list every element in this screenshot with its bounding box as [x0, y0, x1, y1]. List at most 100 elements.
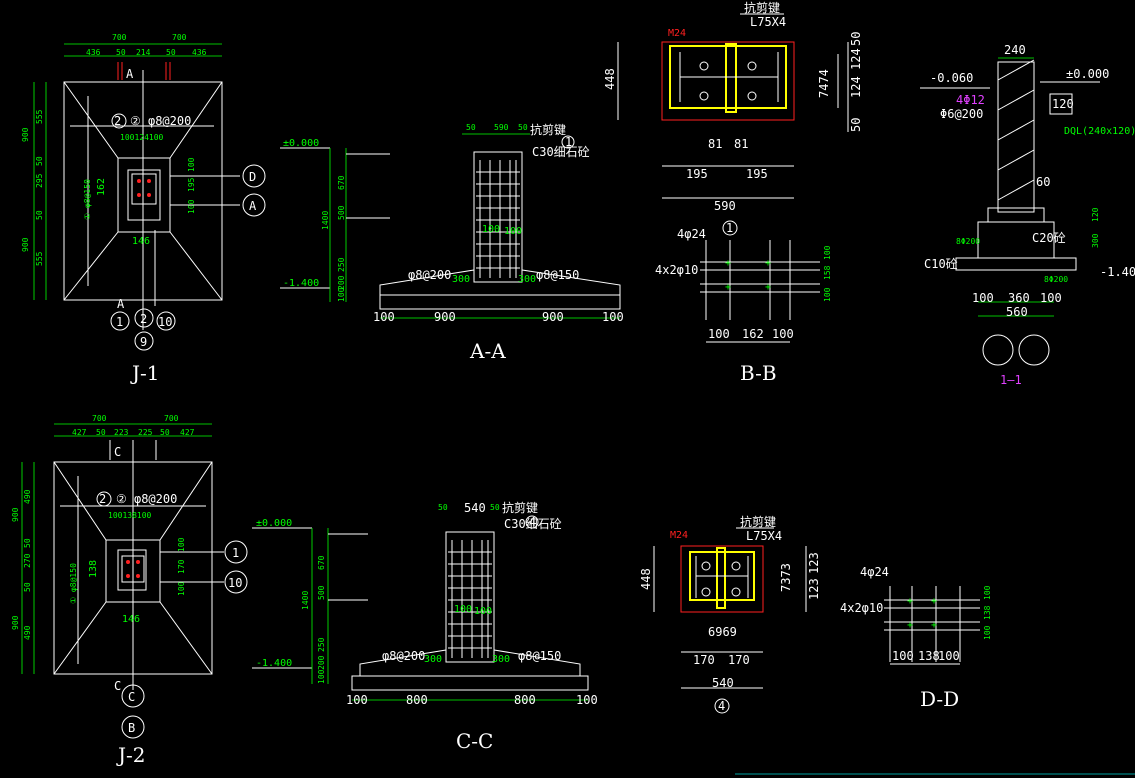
j1-title: J-1 [130, 361, 160, 385]
svg-text:抗剪键: 抗剪键 [502, 500, 538, 515]
svg-text:50: 50 [35, 210, 44, 220]
svg-text:+: + [907, 620, 913, 631]
svg-text:427: 427 [180, 428, 195, 437]
bb-title: B-B [740, 361, 777, 385]
svg-text:427: 427 [72, 428, 87, 437]
svg-text:225: 225 [138, 428, 153, 437]
svg-text:1: 1 [116, 315, 123, 329]
svg-text:270: 270 [23, 553, 32, 568]
svg-text:100: 100 [177, 537, 186, 552]
svg-text:540: 540 [464, 501, 486, 515]
svg-text:50: 50 [23, 582, 32, 592]
cc-section: ±0.000 -1.400 1400 670 500 250 200 100 5… [252, 500, 598, 753]
svg-text:B: B [128, 721, 135, 735]
svg-text:-1.400: -1.400 [1100, 265, 1135, 279]
svg-text:700: 700 [164, 414, 179, 423]
svg-text:4φ24: 4φ24 [860, 565, 889, 579]
svg-text:1: 1 [726, 221, 733, 235]
cc-grid [448, 540, 492, 658]
svg-text:124: 124 [849, 76, 863, 98]
svg-text:81: 81 [734, 137, 748, 151]
svg-text:100: 100 [938, 649, 960, 663]
svg-text:162: 162 [742, 327, 764, 341]
svg-text:300: 300 [492, 654, 510, 665]
svg-text:100: 100 [972, 291, 994, 305]
j2-title: J-2 [116, 743, 146, 767]
svg-text:φ8@200: φ8@200 [382, 649, 425, 663]
cc-title: C-C [456, 729, 493, 753]
aa-title: A-A [469, 339, 506, 363]
bb-width: 590 [714, 199, 736, 213]
svg-text:540: 540 [712, 676, 734, 690]
svg-text:4x2φ10: 4x2φ10 [840, 601, 883, 615]
svg-text:100: 100 [187, 199, 196, 214]
svg-text:① φ8@150: ① φ8@150 [69, 563, 78, 604]
j1-side: 162 [96, 178, 107, 196]
svg-text:590: 590 [494, 123, 509, 132]
s11-title: 1—1 [1000, 373, 1022, 387]
j1-sub-dim-1: 436 [86, 48, 101, 57]
svg-text:100: 100 [504, 226, 522, 237]
axis-d-label: D [249, 170, 256, 184]
svg-text:100: 100 [708, 327, 730, 341]
j1-left-dim-1: 900 [21, 127, 30, 142]
axis-a-label: A [249, 199, 257, 213]
svg-text:6969: 6969 [708, 625, 737, 639]
svg-text:50: 50 [160, 428, 170, 437]
svg-text:8Φ200: 8Φ200 [1044, 275, 1068, 284]
svg-text:490: 490 [23, 625, 32, 640]
svg-text:146: 146 [122, 614, 140, 625]
svg-text:60: 60 [1036, 175, 1050, 189]
j1-sub-dim-2: 50 [116, 48, 126, 57]
svg-text:100: 100 [823, 287, 832, 302]
svg-text:C30细石砼: C30细石砼 [504, 517, 562, 531]
svg-text:2: 2 [140, 312, 147, 326]
svg-text:+: + [765, 258, 771, 269]
svg-text:138: 138 [918, 649, 940, 663]
svg-text:448: 448 [639, 568, 653, 590]
svg-text:1: 1 [232, 546, 239, 560]
svg-text:C: C [114, 445, 121, 459]
svg-text:300: 300 [1091, 233, 1100, 248]
bb-section: 4φ24 4x2φ10 1 ++ ++ 100 162 100 100 158 … [655, 220, 832, 385]
aa-rebar-right: φ8@150 [536, 268, 579, 282]
svg-text:124: 124 [849, 48, 863, 70]
svg-text:L75X4: L75X4 [746, 529, 782, 543]
svg-text:555: 555 [35, 109, 44, 124]
bb-bolt: M24 [668, 28, 686, 39]
svg-text:700: 700 [92, 414, 107, 423]
svg-text:195: 195 [187, 177, 196, 192]
svg-text:250: 250 [337, 257, 346, 272]
svg-text:100: 100 [317, 669, 326, 684]
j1-top-dim-1: 700 [112, 33, 127, 42]
svg-text:100: 100 [346, 693, 368, 707]
svg-text:555: 555 [35, 251, 44, 266]
s11-section: 240 -0.060 ±0.000 4Φ12 Φ6@200 120 DQL(24… [920, 43, 1135, 387]
svg-text:900: 900 [11, 615, 20, 630]
svg-text:500: 500 [337, 205, 346, 220]
svg-text:100: 100 [337, 287, 346, 302]
svg-text:138: 138 [983, 605, 992, 620]
svg-text:300: 300 [452, 274, 470, 285]
svg-text:50: 50 [466, 123, 476, 132]
svg-text:158: 158 [823, 265, 832, 280]
svg-text:±0.000: ±0.000 [256, 518, 292, 529]
svg-text:200: 200 [317, 655, 326, 670]
s11-stir: Φ6@200 [940, 107, 983, 121]
svg-text:800: 800 [406, 693, 428, 707]
svg-text:50: 50 [518, 123, 528, 132]
svg-text:50: 50 [438, 503, 448, 512]
aa-shear-key: 抗剪键 [530, 122, 566, 137]
svg-text:50: 50 [849, 118, 863, 132]
svg-text:1400: 1400 [301, 591, 310, 610]
svg-text:670: 670 [317, 555, 326, 570]
svg-text:2: 2 [99, 492, 106, 506]
svg-text:490: 490 [23, 489, 32, 504]
j2-plan: 700 700 427 50 223 225 50 427 C C 2 ② φ8… [11, 414, 248, 767]
dd-section: 4φ24 4x2φ10 ++ ++ 100 138 100 100 138 10… [840, 565, 992, 711]
svg-text:295: 295 [35, 173, 44, 188]
aa-grout: C30细石砼 [532, 145, 590, 159]
svg-text:50: 50 [849, 32, 863, 46]
svg-text:+: + [725, 258, 731, 269]
